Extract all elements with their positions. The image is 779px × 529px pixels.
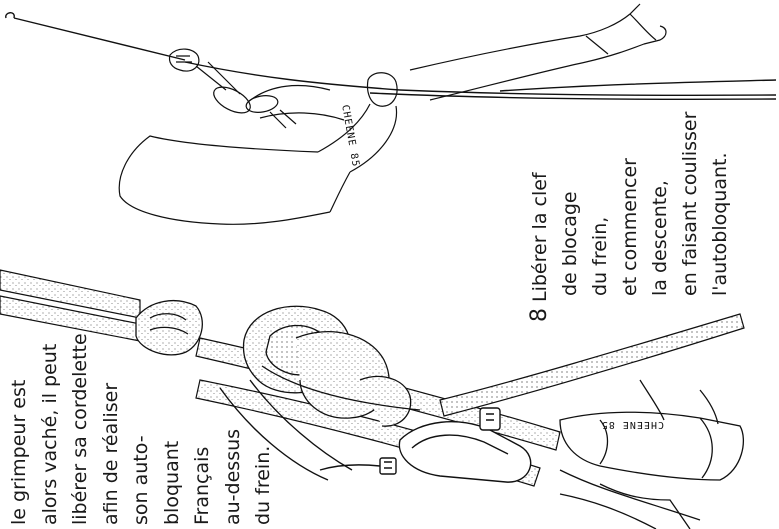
- caption-left-line: au-dessus: [218, 333, 249, 525]
- caption-left-line: libérer sa cordelette: [65, 333, 96, 525]
- caption-right-line: et commencer: [615, 112, 645, 322]
- caption-right-first-line: 8 Libérer la clef: [525, 112, 555, 322]
- caption-right-line: l'autobloquant.: [705, 112, 735, 322]
- caption-right-line: Libérer la clef: [529, 172, 551, 302]
- caption-right-line: du frein,: [585, 112, 615, 322]
- caption-right-line: de blocage: [555, 112, 585, 322]
- caption-left-line: du frein.: [248, 333, 279, 525]
- step-number: 8: [527, 308, 552, 322]
- caption-left-line: Français: [187, 333, 218, 525]
- caption-left: le grimpeur est alors vaché, il peut lib…: [4, 333, 279, 525]
- caption-left-line: afin de réaliser: [96, 333, 127, 525]
- caption-left-line: alors vaché, il peut: [35, 333, 66, 525]
- caption-right: 8 Libérer la clef de blocage du frein, et…: [525, 112, 735, 322]
- caption-right-line: en faisant coulisser: [675, 112, 705, 322]
- caption-left-line: son auto-: [126, 333, 157, 525]
- harness-bottom: [560, 380, 743, 529]
- artist-signature-bottom: CHEENE 85: [601, 419, 664, 430]
- caption-right-line: la descente,: [645, 112, 675, 322]
- caption-left-line: bloquant: [157, 333, 188, 525]
- caption-left-line: le grimpeur est: [4, 333, 35, 525]
